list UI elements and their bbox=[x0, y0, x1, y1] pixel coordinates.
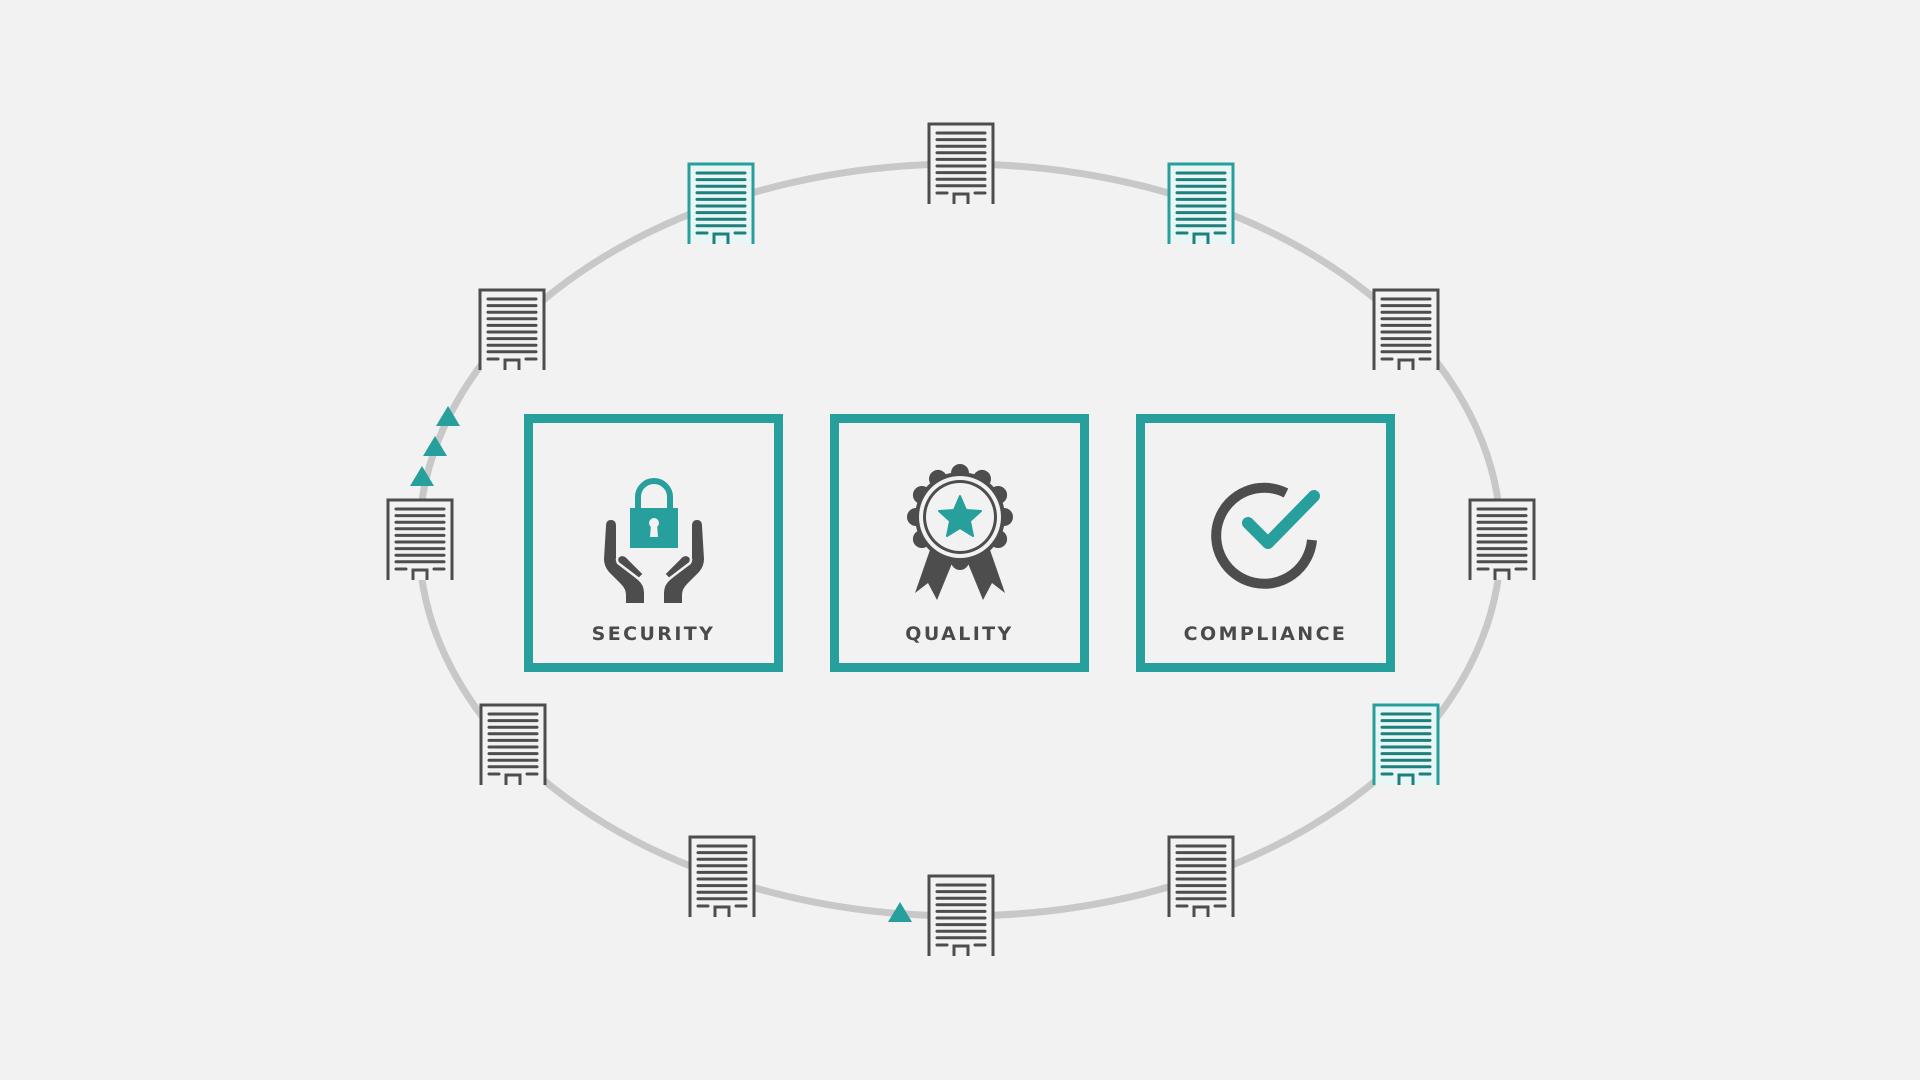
building-bottom-right-icon bbox=[1167, 835, 1235, 917]
card-security: SECURITY bbox=[524, 414, 783, 672]
building-top-icon bbox=[927, 122, 995, 204]
triangle-marker-1-icon bbox=[435, 405, 461, 427]
building-left-icon bbox=[386, 498, 454, 580]
building-bottom-left-icon bbox=[688, 835, 756, 917]
building-top-left-icon bbox=[687, 162, 755, 244]
triangle-marker-2-icon bbox=[422, 435, 448, 457]
award-badge-star-icon bbox=[839, 453, 1080, 603]
triangle-marker-3-icon bbox=[409, 465, 435, 487]
building-upper-right-icon bbox=[1372, 288, 1440, 370]
building-top-right-icon bbox=[1167, 162, 1235, 244]
triangle-marker-4-icon bbox=[887, 901, 913, 923]
hands-lock-icon bbox=[533, 453, 774, 603]
building-bottom-icon bbox=[927, 874, 995, 956]
building-lower-left-icon bbox=[479, 703, 547, 785]
building-lower-right-icon bbox=[1372, 703, 1440, 785]
building-upper-left-icon bbox=[478, 288, 546, 370]
card-compliance: COMPLIANCE bbox=[1136, 414, 1395, 672]
card-label-compliance: COMPLIANCE bbox=[1183, 623, 1348, 645]
building-right-icon bbox=[1468, 498, 1536, 580]
check-circle-icon bbox=[1145, 453, 1386, 603]
card-label-quality: QUALITY bbox=[905, 623, 1014, 645]
card-quality: QUALITY bbox=[830, 414, 1089, 672]
card-label-security: SECURITY bbox=[591, 623, 716, 645]
